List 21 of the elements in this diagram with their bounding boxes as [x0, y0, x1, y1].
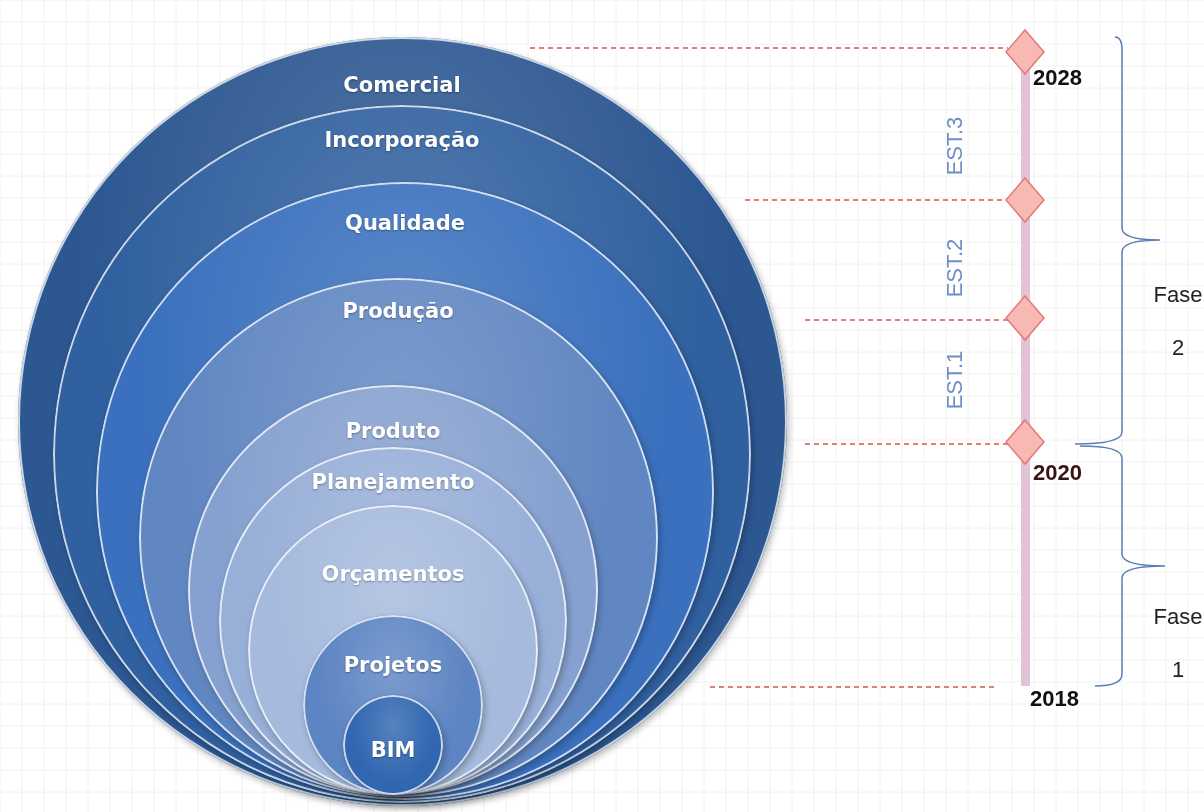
layer-label: Qualidade [345, 210, 465, 236]
stage-label: EST.2 [942, 237, 968, 300]
nested-circle [219, 447, 567, 795]
layer-label: Orçamentos [321, 561, 465, 587]
layer-label: Planejamento [311, 469, 475, 495]
layer-label: Produto [345, 418, 441, 444]
nested-circle [303, 615, 483, 795]
year-label: 2028 [1033, 65, 1082, 91]
layer-label: BIM [370, 737, 416, 763]
layer-label: Incorporação [324, 127, 480, 153]
year-label: 2020 [1033, 460, 1082, 486]
phase-label: Fase 2 [1152, 281, 1204, 362]
nested-circle [248, 505, 538, 795]
year-label: 2018 [1030, 686, 1079, 712]
layer-label: Produção [342, 298, 454, 324]
layer-label: Comercial [343, 72, 461, 98]
stage-label: EST.3 [942, 115, 968, 178]
layer-label: Projetos [343, 652, 443, 678]
phase-label: Fase 1 [1152, 603, 1204, 684]
stage-label: EST.1 [942, 349, 968, 412]
nested-circle [343, 695, 443, 795]
